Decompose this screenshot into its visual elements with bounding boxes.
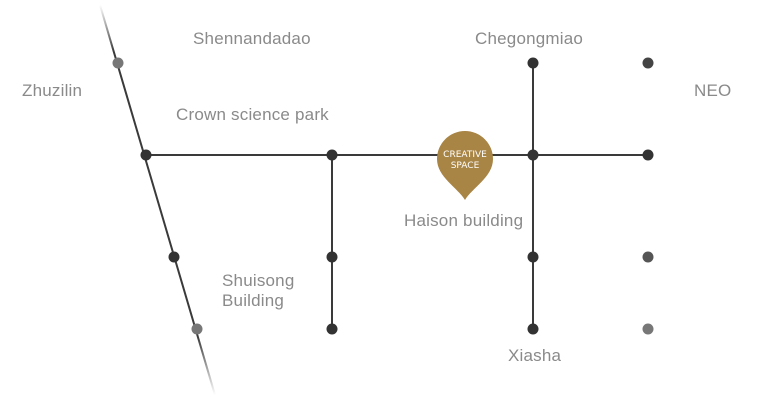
intersection-node: [326, 149, 338, 161]
location-pin-icon[interactable]: [437, 131, 493, 200]
intersection-node: [112, 57, 124, 69]
intersection-node: [642, 251, 654, 263]
pin-label-line2: SPACE: [450, 161, 480, 171]
intersection-node: [642, 323, 654, 335]
intersection-nodes: [112, 57, 654, 335]
label-zhuzilin: Zhuzilin: [22, 81, 83, 100]
label-haison-building: Haison building: [404, 211, 524, 230]
intersection-node: [326, 323, 338, 335]
intersection-node: [642, 57, 654, 69]
intersection-node: [326, 251, 338, 263]
label-neo: NEO: [694, 81, 732, 100]
label-chegongmiao: Chegongmiao: [475, 29, 584, 48]
intersection-node: [527, 57, 539, 69]
label-shennandadao: Shennandadao: [193, 29, 311, 48]
intersection-node: [527, 251, 539, 263]
pin-label-line1: CREATIVE: [443, 150, 487, 160]
intersection-node: [527, 323, 539, 335]
intersection-node: [140, 149, 152, 161]
intersection-node: [168, 251, 180, 263]
label-shuisong-building-line1: Shuisong: [222, 271, 295, 290]
intersection-node: [191, 323, 203, 335]
intersection-node: [527, 149, 539, 161]
label-xiasha: Xiasha: [508, 346, 562, 365]
label-shuisong-building-line2: Building: [222, 291, 285, 310]
intersection-node: [642, 149, 654, 161]
label-crown-science-park: Crown science park: [176, 105, 329, 124]
